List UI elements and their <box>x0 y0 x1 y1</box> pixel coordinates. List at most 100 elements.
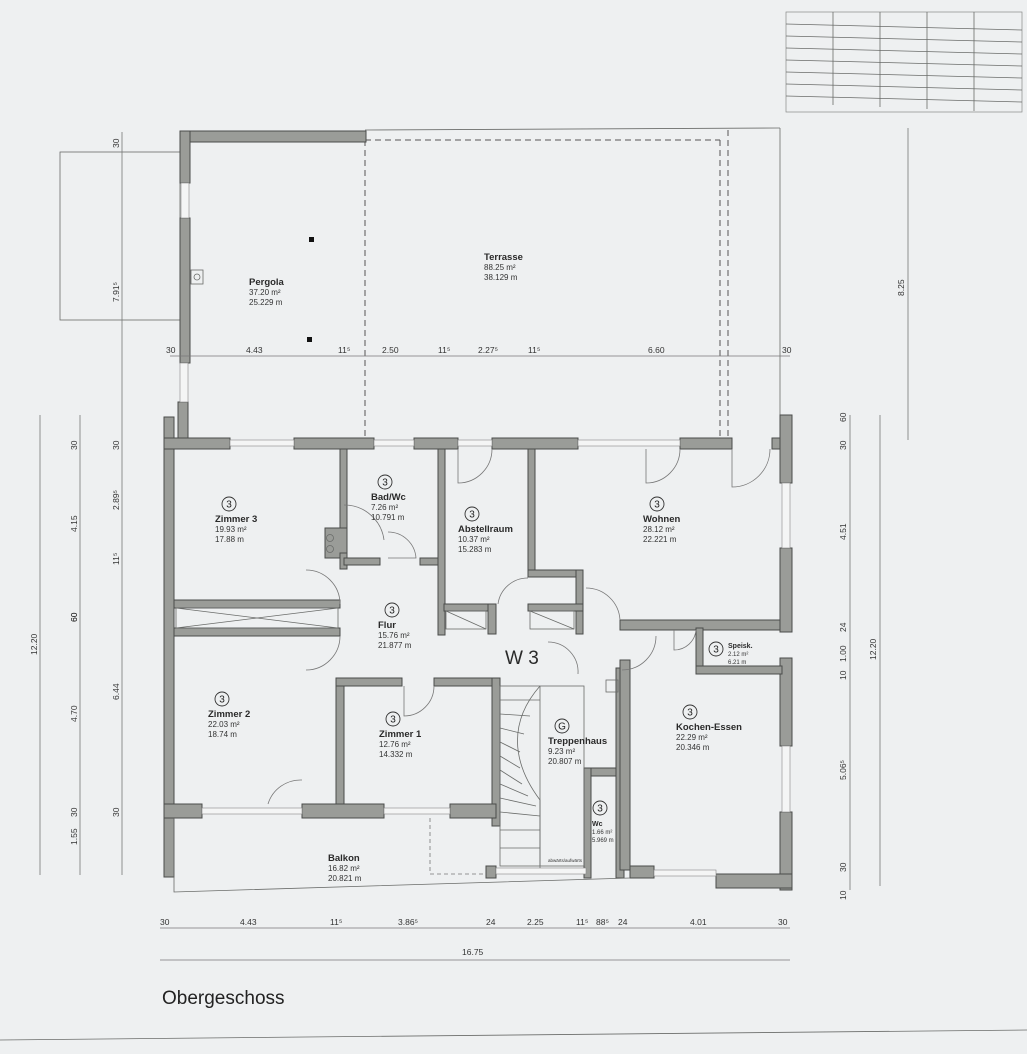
dimension-text: 2.27⁵ <box>478 345 498 355</box>
dimension-text: 60 <box>69 612 79 622</box>
dimension-text: 30 <box>782 345 792 355</box>
pergola-post <box>307 337 312 342</box>
room-perimeter: 15.283 m <box>458 545 492 554</box>
room-badge-circle <box>377 474 393 490</box>
room-name: Kochen-Essen <box>676 722 742 733</box>
room-name: Wohnen <box>643 514 680 525</box>
dimension-text: 30 <box>69 440 79 450</box>
room-badge-circle <box>682 704 698 720</box>
room-perimeter: 38.129 m <box>484 273 518 282</box>
dimension-total: 16.75 <box>462 947 484 957</box>
wardrobe-symbol <box>175 607 575 630</box>
windows <box>179 182 791 877</box>
room-area: 19.93 m² <box>215 525 247 534</box>
room-name: Treppenhaus <box>548 736 607 747</box>
room-perimeter: 18.74 m <box>208 730 237 739</box>
dimension-text: 60 <box>69 612 79 622</box>
dimension-text: 11⁵ <box>338 345 350 355</box>
room-badge: 3 <box>654 500 660 511</box>
room-perimeter: 20.821 m <box>328 874 362 883</box>
dimension-text: 3.86⁵ <box>398 917 418 927</box>
room-name: Zimmer 1 <box>379 729 422 740</box>
dimension-text: 30 <box>111 138 121 148</box>
dimension-text: 2.89⁵ <box>111 490 121 510</box>
stair-label: abwärts/aufwärts <box>548 858 583 863</box>
room-badge-circle <box>554 718 570 734</box>
walls <box>163 130 793 891</box>
room-badge: 3 <box>713 645 719 656</box>
room-perimeter: 25.229 m <box>249 298 283 307</box>
room-badge: 3 <box>390 715 396 726</box>
room-area: 16.82 m² <box>328 864 360 873</box>
dimension-text: 30 <box>838 862 848 872</box>
page-bottom-line <box>0 1029 1027 1041</box>
drain-symbol <box>193 273 201 281</box>
room-name: Speisk. <box>728 643 753 650</box>
dimension-text: 24 <box>838 622 848 632</box>
dimension-text: 12.20 <box>29 633 39 655</box>
dimension-text: 24 <box>486 917 496 927</box>
doors <box>267 448 771 875</box>
room-badge: 3 <box>389 606 395 617</box>
dimension-text: 4.51 <box>838 523 848 540</box>
room-perimeter: 6.21 m <box>728 660 746 666</box>
room-badge-circle <box>649 496 665 512</box>
room-name: Pergola <box>249 277 285 288</box>
room-area: 1.66 m² <box>592 830 612 836</box>
dimension-text: 60 <box>838 412 848 422</box>
dimension-text: 30 <box>111 807 121 817</box>
room-name: Zimmer 2 <box>208 709 250 720</box>
dimension-text: 8.25 <box>896 279 906 296</box>
dimension-text: 4.01 <box>690 917 707 927</box>
dimension-text: 4.43 <box>246 345 263 355</box>
dimension-text: 30 <box>778 917 788 927</box>
room-badge-circle <box>384 602 400 618</box>
room-name: Balkon <box>328 853 360 864</box>
dimension-text: 10 <box>838 670 848 680</box>
room-badge: 3 <box>469 510 475 521</box>
dimension-text: 11⁵ <box>111 553 121 565</box>
room-name: Wc <box>592 821 603 828</box>
room-perimeter: 17.88 m <box>215 535 244 544</box>
dimension-text: 30 <box>838 440 848 450</box>
room-area: 2.12 m² <box>728 652 748 658</box>
dimension-text: 30 <box>166 345 176 355</box>
room-perimeter: 20.346 m <box>676 743 710 752</box>
room-badge: G <box>558 722 566 733</box>
radiator-symbol <box>326 534 334 553</box>
room-name: Terrasse <box>484 252 523 263</box>
balcony-outline <box>173 818 631 893</box>
dimension-text: 2.25 <box>527 917 544 927</box>
dimension-text: 11⁵ <box>330 917 342 927</box>
room-badge-circle <box>592 800 608 816</box>
dimension-text: 11⁵ <box>528 345 540 355</box>
dimension-text: 10 <box>838 890 848 900</box>
room-area: 9.23 m² <box>548 747 575 756</box>
dimension-text: 11⁵ <box>438 345 450 355</box>
dimension-text: 6.44 <box>111 683 121 700</box>
room-area: 7.26 m² <box>371 503 398 512</box>
staircase <box>499 685 585 868</box>
dimension-text: 4.70 <box>69 705 79 722</box>
room-perimeter: 10.791 m <box>371 513 405 522</box>
dimension-text: 12.20 <box>868 638 878 660</box>
room-name: Bad/Wc <box>371 492 406 503</box>
dimension-text: 5.06⁵ <box>838 760 848 780</box>
room-badge: 3 <box>687 708 693 719</box>
room-perimeter: 5.969 m <box>592 838 614 844</box>
room-area: 37.20 m² <box>249 288 281 297</box>
dimension-lines <box>39 128 909 961</box>
room-badge-circle <box>221 496 237 512</box>
plan-title: Obergeschoss <box>162 988 285 1009</box>
unit-label: W 3 <box>505 648 539 669</box>
room-area: 10.37 m² <box>458 535 490 544</box>
room-perimeter: 21.877 m <box>378 641 412 650</box>
dimension-text: 7.91⁵ <box>111 282 121 302</box>
pergola-post <box>309 237 314 242</box>
dimension-text: 30 <box>69 807 79 817</box>
dimension-text: 11⁵ <box>576 917 588 927</box>
terrace-outline <box>364 127 781 440</box>
room-badge-circle <box>708 641 724 657</box>
